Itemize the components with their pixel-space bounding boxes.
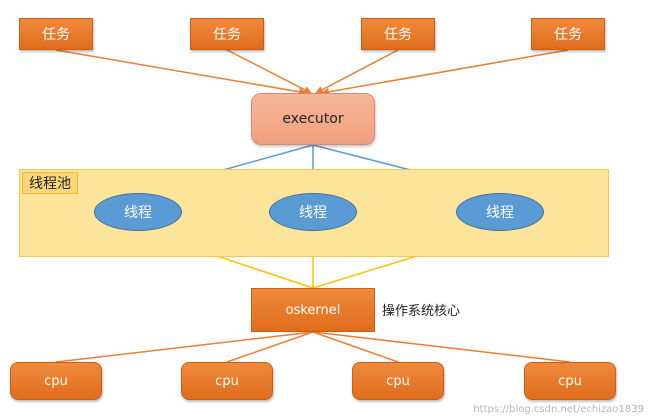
cpu-box: cpu [181, 362, 273, 400]
kernel-note: 操作系统核心 [382, 304, 461, 319]
cpu-box: cpu [352, 362, 444, 400]
task-box: 任务 [361, 18, 435, 50]
task-to-executor-arrow [321, 49, 569, 96]
task-to-executor-arrow [315, 49, 399, 94]
executor-box: executor [251, 93, 375, 145]
task-box: 任务 [190, 18, 264, 50]
thread-node: 线程 [94, 193, 182, 231]
cpu-box: cpu [10, 362, 102, 400]
task-to-executor-arrow [55, 49, 307, 96]
thread-pool-label: 线程池 [22, 172, 78, 194]
cpu-box: cpu [524, 362, 616, 400]
task-box: 任务 [19, 18, 93, 50]
kernel-to-cpu-line [312, 331, 571, 363]
kernel-to-cpu-line [55, 331, 314, 363]
kernel-to-cpu-line [226, 331, 314, 363]
oskernel-box: oskernel [251, 288, 375, 332]
task-to-executor-arrow [226, 49, 312, 94]
thread-node: 线程 [456, 193, 544, 231]
task-box: 任务 [531, 18, 605, 50]
thread-node: 线程 [269, 193, 357, 231]
watermark-text: https://blog.csdn.net/echizao1839 [473, 404, 644, 415]
kernel-to-cpu-line [312, 331, 399, 363]
